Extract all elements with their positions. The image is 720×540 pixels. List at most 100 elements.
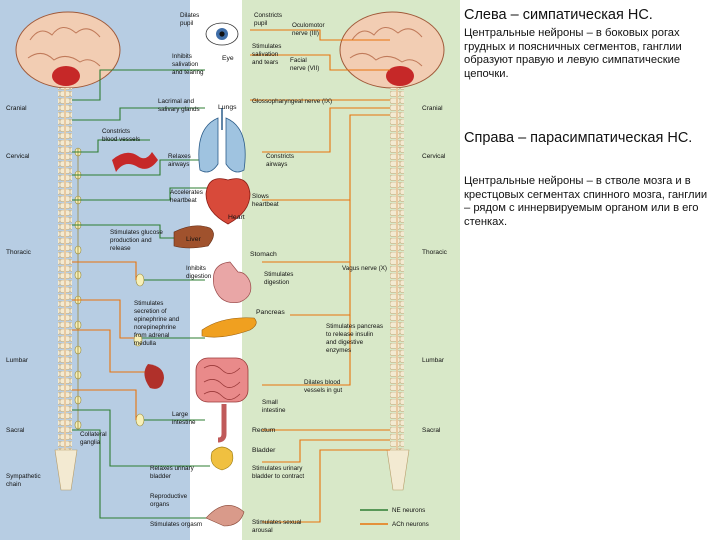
label-stim-saliva-2: salivation: [252, 51, 279, 58]
label-glucose-1: Stimulates glucose: [110, 229, 163, 236]
label-facial-2: nerve (VII): [290, 65, 319, 72]
label-adrenal-6: medulla: [134, 340, 157, 347]
label-sympathetic-chain-2: chain: [6, 481, 22, 488]
label-accelerates-2: heartbeat: [170, 197, 197, 204]
legend-ne: NE neurons: [392, 507, 425, 514]
rectum-organ: [217, 404, 227, 443]
right-brain: [339, 11, 445, 89]
label-constricts-vessels-1: Constricts: [102, 128, 130, 135]
nervous-system-diagram: Cranial Cervical Thoracic Lumbar Sacral …: [0, 0, 460, 540]
sympathetic-description: Центральные нейроны – в боковых рогах гр…: [464, 27, 682, 80]
label-reproductive-1: Reproductive: [150, 493, 188, 500]
label-constricts-pupil-1: Constricts: [254, 12, 282, 19]
level-right-cervical: Cervical: [422, 153, 446, 160]
label-sympathetic-chain-1: Sympathetic: [6, 473, 41, 480]
legend: NE neurons ACh neurons: [360, 507, 429, 528]
blood-vessel-organ: [112, 152, 158, 172]
liver-organ: [173, 225, 214, 249]
label-stim-saliva-3: and tears: [252, 59, 278, 66]
label-adrenal-4: norepinephrine: [134, 324, 177, 331]
right-sacrum: [386, 449, 410, 491]
lungs-organ: [198, 108, 246, 173]
label-stim-saliva-1: Stimulates: [252, 43, 281, 50]
label-oculomotor-1: Oculomotor: [292, 22, 325, 29]
label-contract-bladder-1: Stimulates urinary: [252, 465, 303, 472]
label-glossopharyngeal: Glossopharyngeal nerve (IX): [252, 98, 332, 105]
label-contract-bladder-2: bladder to contract: [252, 473, 304, 480]
label-eye: Eye: [222, 55, 234, 62]
label-large-intestine-1: Large: [172, 411, 189, 418]
parasympathetic-title: Справа – парасимпатическая НС.: [464, 130, 693, 146]
label-constricts-airways-2: airways: [266, 161, 287, 168]
label-stim-digestion-2: digestion: [264, 279, 290, 286]
label-collateral-1: Collateral: [80, 431, 107, 438]
label-constricts-airways-1: Constricts: [266, 153, 294, 160]
label-inhibits-salivation-3: and tearing: [172, 69, 204, 76]
level-left-cervical: Cervical: [6, 153, 30, 160]
label-orgasm: Stimulates orgasm: [150, 521, 202, 528]
label-bladder: Bladder: [252, 447, 276, 454]
label-stim-pancreas-3: and digestive: [326, 339, 364, 346]
label-glucose-2: production and: [110, 237, 152, 244]
label-facial-1: Facial: [290, 57, 307, 64]
label-stim-pancreas-1: Stimulates pancreas: [326, 323, 383, 330]
label-glucose-3: release: [110, 245, 131, 252]
label-inhibits-digestion-1: Inhibits: [186, 265, 206, 272]
label-inhibits-salivation-2: salivation: [172, 61, 199, 68]
label-dilates-vessels-2: vessels in gut: [304, 387, 342, 394]
pancreas-organ: [201, 317, 257, 338]
label-relaxes-airways-1: Relaxes: [168, 153, 191, 160]
level-right-thoracic: Thoracic: [422, 249, 448, 256]
label-stim-pancreas-4: enzymes: [326, 347, 351, 354]
label-lacrimal-2: salivary glands: [158, 106, 200, 113]
intestines-organ: [195, 357, 249, 403]
level-right-lumbar: Lumbar: [422, 357, 445, 364]
eye-organ: [205, 22, 239, 46]
label-vagus: Vagus nerve (X): [342, 265, 387, 272]
sympathetic-panel: [0, 0, 190, 540]
level-left-cranial: Cranial: [6, 105, 27, 112]
parasympathetic-description: Центральные нейроны – в стволе мозга и в…: [464, 175, 708, 228]
label-relaxes-airways-2: airways: [168, 161, 189, 168]
level-right-sacral: Sacral: [422, 427, 441, 434]
level-right-cranial: Cranial: [422, 105, 443, 112]
label-pancreas: Pancreas: [256, 309, 285, 316]
label-accelerates-1: Accelerates: [170, 189, 203, 196]
label-stomach: Stomach: [250, 251, 277, 258]
label-oculomotor-2: nerve (III): [292, 30, 319, 37]
label-lacrimal-1: Lacrimal and: [158, 98, 195, 105]
level-left-sacral: Sacral: [6, 427, 25, 434]
stomach-organ: [213, 261, 252, 303]
label-adrenal-2: secretion of: [134, 308, 167, 315]
label-reproductive-2: organs: [150, 501, 169, 508]
label-small-intestine-1: Small: [262, 399, 278, 406]
label-liver: Liver: [186, 236, 201, 243]
label-stim-pancreas-2: to release insulin: [326, 331, 374, 338]
label-dilates-pupil-2: pupil: [180, 20, 193, 27]
label-adrenal-3: epinephrine and: [134, 316, 180, 323]
reproductive-organ: [205, 505, 245, 527]
label-collateral-2: ganglia: [80, 439, 101, 446]
label-slows-2: heartbeat: [252, 201, 279, 208]
label-inhibits-salivation-1: Inhibits: [172, 53, 192, 60]
sympathetic-title: Слева – симпатическая НС.: [464, 7, 653, 23]
label-stim-digestion-1: Stimulates: [264, 271, 293, 278]
heart-organ: [205, 178, 251, 225]
label-lungs: Lungs: [218, 104, 237, 111]
label-rectum: Rectum: [252, 427, 276, 434]
label-adrenal-1: Stimulates: [134, 300, 163, 307]
level-left-thoracic: Thoracic: [6, 249, 32, 256]
label-inhibits-digestion-2: digestion: [186, 273, 212, 280]
level-left-lumbar: Lumbar: [6, 357, 29, 364]
label-sexual-arousal-1: Stimulates sexual: [252, 519, 301, 526]
adrenal-kidney-organ: [144, 364, 164, 389]
text-panel: Слева – симпатическая НС. Центральные не…: [460, 0, 720, 540]
legend-ach: ACh neurons: [392, 521, 429, 528]
label-relaxes-bladder-1: Relaxes urinary: [150, 465, 195, 472]
label-dilates-pupil-1: Dilates: [180, 12, 199, 19]
label-adrenal-5: from adrenal: [134, 332, 169, 339]
label-relaxes-bladder-2: bladder: [150, 473, 171, 480]
label-sexual-arousal-2: arousal: [252, 527, 273, 534]
label-dilates-vessels-1: Dilates blood: [304, 379, 341, 386]
bladder-organ: [210, 446, 234, 471]
